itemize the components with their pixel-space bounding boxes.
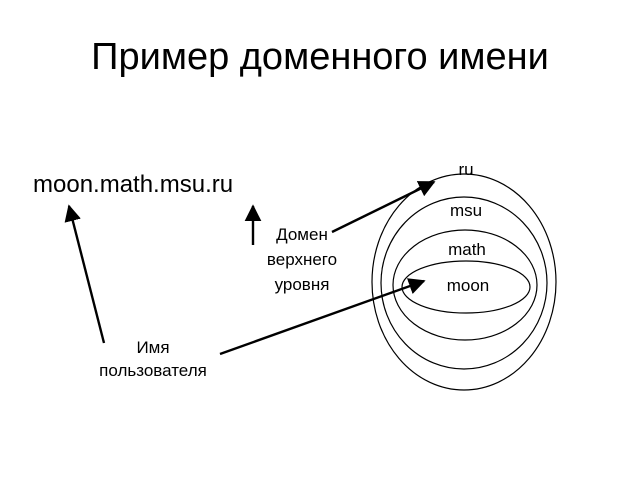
zone-moon-ellipse	[401, 260, 531, 314]
zone-msu-label: msu	[449, 201, 483, 220]
top-level-domain-label: Домен верхнего уровня	[246, 222, 358, 297]
user-label-line-1: Имя	[136, 338, 170, 357]
zone-math-label: math	[448, 240, 486, 259]
zone-ru-label: ru	[458, 160, 474, 179]
user-label-line-2: пользователя	[99, 361, 207, 380]
tld-label-line-1: Домен	[276, 225, 328, 244]
arrow-user-to-domain	[64, 204, 106, 344]
zone-msu-ellipse	[380, 196, 548, 370]
user-name-label: Имя пользователя	[78, 336, 228, 382]
arrow-user-to-moon	[219, 278, 426, 356]
arrow-tld-to-ru	[331, 180, 436, 234]
zone-math-ellipse	[392, 229, 538, 341]
domain-name-text: moon.math.msu.ru	[33, 171, 234, 198]
zone-moon-label: moon	[446, 276, 490, 295]
zone-ru-ellipse	[371, 173, 557, 391]
tld-label-line-2: верхнего	[266, 250, 338, 269]
page-title: Пример доменного имени	[91, 36, 549, 78]
tld-label-line-3: уровня	[274, 275, 330, 294]
